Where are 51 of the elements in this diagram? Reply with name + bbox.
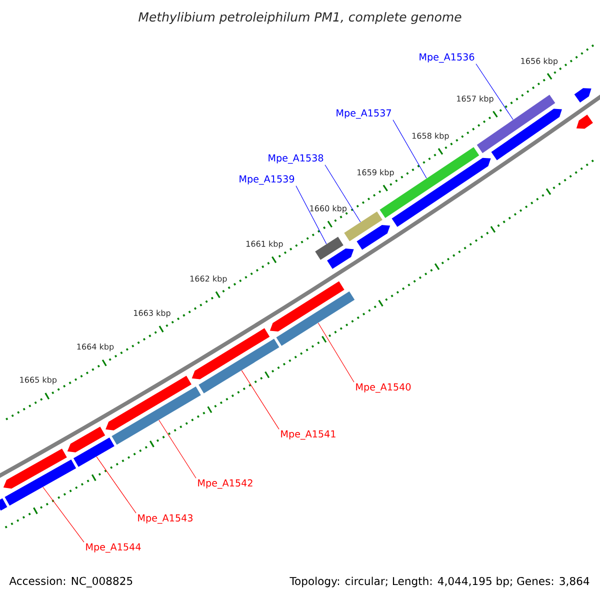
leader-line — [296, 186, 327, 244]
leader-line — [318, 322, 354, 382]
leader-line — [392, 120, 427, 179]
title: Methylibium petroleiphilum PM1, complete genome — [138, 12, 462, 24]
gene-block — [106, 376, 192, 430]
gene-label: Mpe_A1537 — [336, 109, 391, 119]
gene-bar — [0, 498, 8, 511]
gene-block — [356, 225, 390, 250]
scale-label: 1658 kbp — [412, 132, 449, 140]
footer-text: Accession: NC_008825 — [9, 576, 132, 588]
gene-label: Mpe_A1538 — [268, 154, 324, 164]
gene-block — [576, 114, 593, 129]
gene-bar — [476, 94, 556, 154]
gene-block — [327, 248, 354, 269]
gene-bar — [276, 291, 355, 346]
leader-line — [42, 486, 84, 542]
gene-block — [3, 448, 67, 489]
scale-label: 1659 kbp — [358, 169, 394, 177]
scale-label: 1662 kbp — [190, 275, 227, 284]
scale-label: 1660 kbp — [310, 205, 347, 213]
gene-bar — [112, 386, 201, 445]
scale-label: 1663 kbp — [134, 310, 170, 318]
gene-label: Mpe_A1536 — [420, 53, 474, 63]
leader-line — [324, 164, 361, 222]
gene-block — [491, 108, 562, 160]
scale-label: 1661 kbp — [246, 240, 283, 248]
gene-bar — [198, 338, 280, 394]
gene-bar — [344, 212, 382, 242]
gene-bar — [73, 438, 114, 467]
scale-label: 1656 kbp — [521, 58, 558, 66]
gene-label: Mpe_A1541 — [281, 430, 336, 440]
gene-block — [270, 281, 344, 332]
leader-line — [96, 456, 136, 514]
gene-bar — [315, 236, 344, 260]
footer-text: Topology: circular; Length: 4,044,195 bp; Genes: 3,864 — [290, 576, 590, 588]
scale-label: 1664 kbp — [77, 343, 114, 352]
gene-label: Mpe_A1539 — [240, 175, 294, 185]
scale-label: 1657 kbp — [457, 95, 494, 104]
leader-line — [476, 64, 514, 120]
gene-label: Mpe_A1543 — [138, 514, 192, 524]
gene-label: Mpe_A1540 — [356, 383, 411, 393]
gene-bar — [4, 460, 76, 506]
gene-block — [67, 426, 106, 452]
gene-bar — [380, 147, 480, 218]
leader-line — [158, 420, 196, 478]
scale-label: 1665 kbp — [20, 376, 57, 384]
gene-block — [574, 88, 592, 103]
gene-block — [192, 328, 270, 380]
leader-line — [241, 370, 280, 430]
gene-label: Mpe_A1542 — [198, 479, 252, 489]
gene-label: Mpe_A1544 — [86, 543, 141, 553]
